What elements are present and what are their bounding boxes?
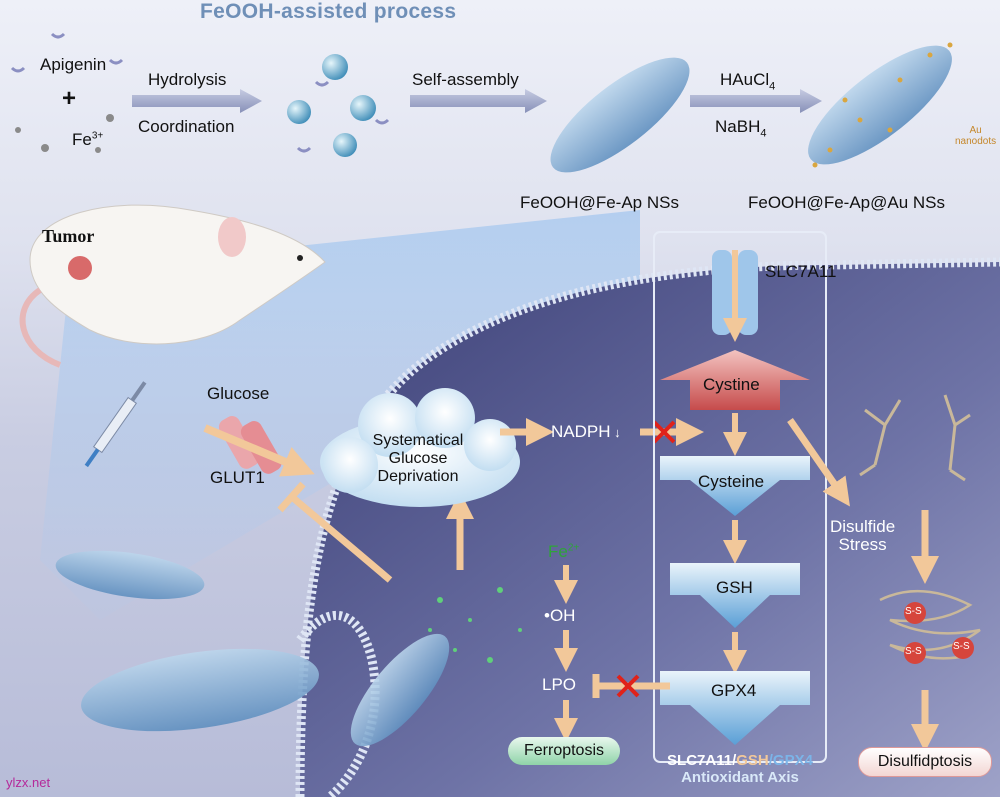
- process-title: FeOOH-assisted process: [200, 0, 457, 23]
- nabh4-label: NaBH4: [715, 117, 767, 140]
- gpx4-arrow: [660, 671, 810, 745]
- degradation-particles-icon: [428, 587, 522, 663]
- collapsed-actin-network-icon: [879, 589, 981, 660]
- hydroxyl-radical-label: •OH: [544, 606, 576, 625]
- watermark: ylzx.net: [6, 775, 51, 790]
- arrow-au-reduction: [690, 89, 822, 113]
- glut1-inhibition-bar: [277, 481, 306, 513]
- slc7a11-label: SLC7A11: [765, 262, 837, 281]
- ferroptosis-label: Ferroptosis: [508, 737, 620, 765]
- glucose-arrow: [203, 424, 315, 477]
- arrow-self-assembly: [410, 89, 547, 113]
- ss-bond-label-1: S-S: [905, 606, 922, 617]
- cystine-arrow: [660, 350, 810, 410]
- feooh-fe-ap-nanosheet-icon: [550, 57, 690, 173]
- disulfidptosis-label: Disulfidptosis: [858, 747, 992, 777]
- au-nanodots-icon: [812, 42, 953, 168]
- feooh-fe-ap-nss-label: FeOOH@Fe-Ap NSs: [520, 193, 679, 212]
- fe-ap-nanoparticles-icon: [287, 54, 376, 157]
- nanosheet-near-cell-icon: [81, 648, 319, 732]
- gpx4-inhibition-cross-icon: [616, 674, 640, 698]
- tumor-icon: [68, 256, 92, 280]
- arrow-cystine-to-disulfide: [787, 418, 850, 507]
- cloud-text: Systematical Glucose Deprivation: [372, 432, 464, 485]
- cysteine-label: Cysteine: [698, 472, 765, 491]
- self-assembly-label: Self-assembly: [412, 70, 519, 89]
- hydrolysis-label: Hydrolysis: [148, 70, 227, 89]
- fe-ions-icon: [15, 114, 114, 153]
- ss-bond-label-2: S-S: [905, 646, 922, 657]
- feooh-fe-ap-au-nss-label: FeOOH@Fe-Ap@Au NSs: [748, 193, 946, 212]
- arrow-hydrolysis: [132, 89, 262, 113]
- coordination-label: Coordination: [138, 117, 235, 136]
- cell-membrane: [295, 257, 1000, 797]
- gpx4-label: GPX4: [711, 681, 757, 700]
- feooh-fe-ap-au-nanosheet-icon: [808, 45, 952, 165]
- apigenin-molecules-icon: [10, 32, 390, 153]
- ss-bond-label-3: S-S: [953, 641, 970, 652]
- fe3-label: Fe3+: [72, 130, 104, 149]
- nadph-inhibition-cross-icon: [652, 420, 676, 444]
- glut1-label: GLUT1: [210, 468, 265, 487]
- gsh-label: GSH: [716, 578, 753, 597]
- nadph-label: NADPH ↓: [551, 422, 621, 441]
- gsh-arrow: [670, 563, 800, 628]
- plus-sign: +: [62, 85, 77, 112]
- apigenin-label: Apigenin: [40, 55, 107, 74]
- glut1-inhibition-line: [289, 494, 393, 583]
- glucose-label: Glucose: [207, 384, 270, 403]
- mouse-icon: [19, 204, 326, 368]
- cystine-label: Cystine: [703, 375, 760, 394]
- endocytosis-membrane: [296, 610, 380, 797]
- disulfide-bond-icon: [904, 602, 974, 664]
- syringe-icon: [84, 381, 147, 468]
- fe2-label: Fe2+: [548, 542, 580, 561]
- nanosheet-internalized-icon: [350, 633, 450, 747]
- slc7a11-transporter-icon: [712, 250, 758, 335]
- cysteine-arrow: [660, 456, 810, 516]
- actin-filaments-icon: [859, 394, 971, 482]
- haucl4-label: HAuCl4: [720, 70, 776, 93]
- tumor-label: Tumor: [42, 226, 95, 246]
- antioxidant-axis-title: SLC7A11/GSH/GPX4 Antioxidant Axis: [667, 752, 813, 786]
- lpo-label: LPO: [542, 675, 577, 694]
- nanosheet-circulating-icon: [55, 550, 205, 600]
- glucose-deprivation-cloud-icon: [320, 388, 520, 507]
